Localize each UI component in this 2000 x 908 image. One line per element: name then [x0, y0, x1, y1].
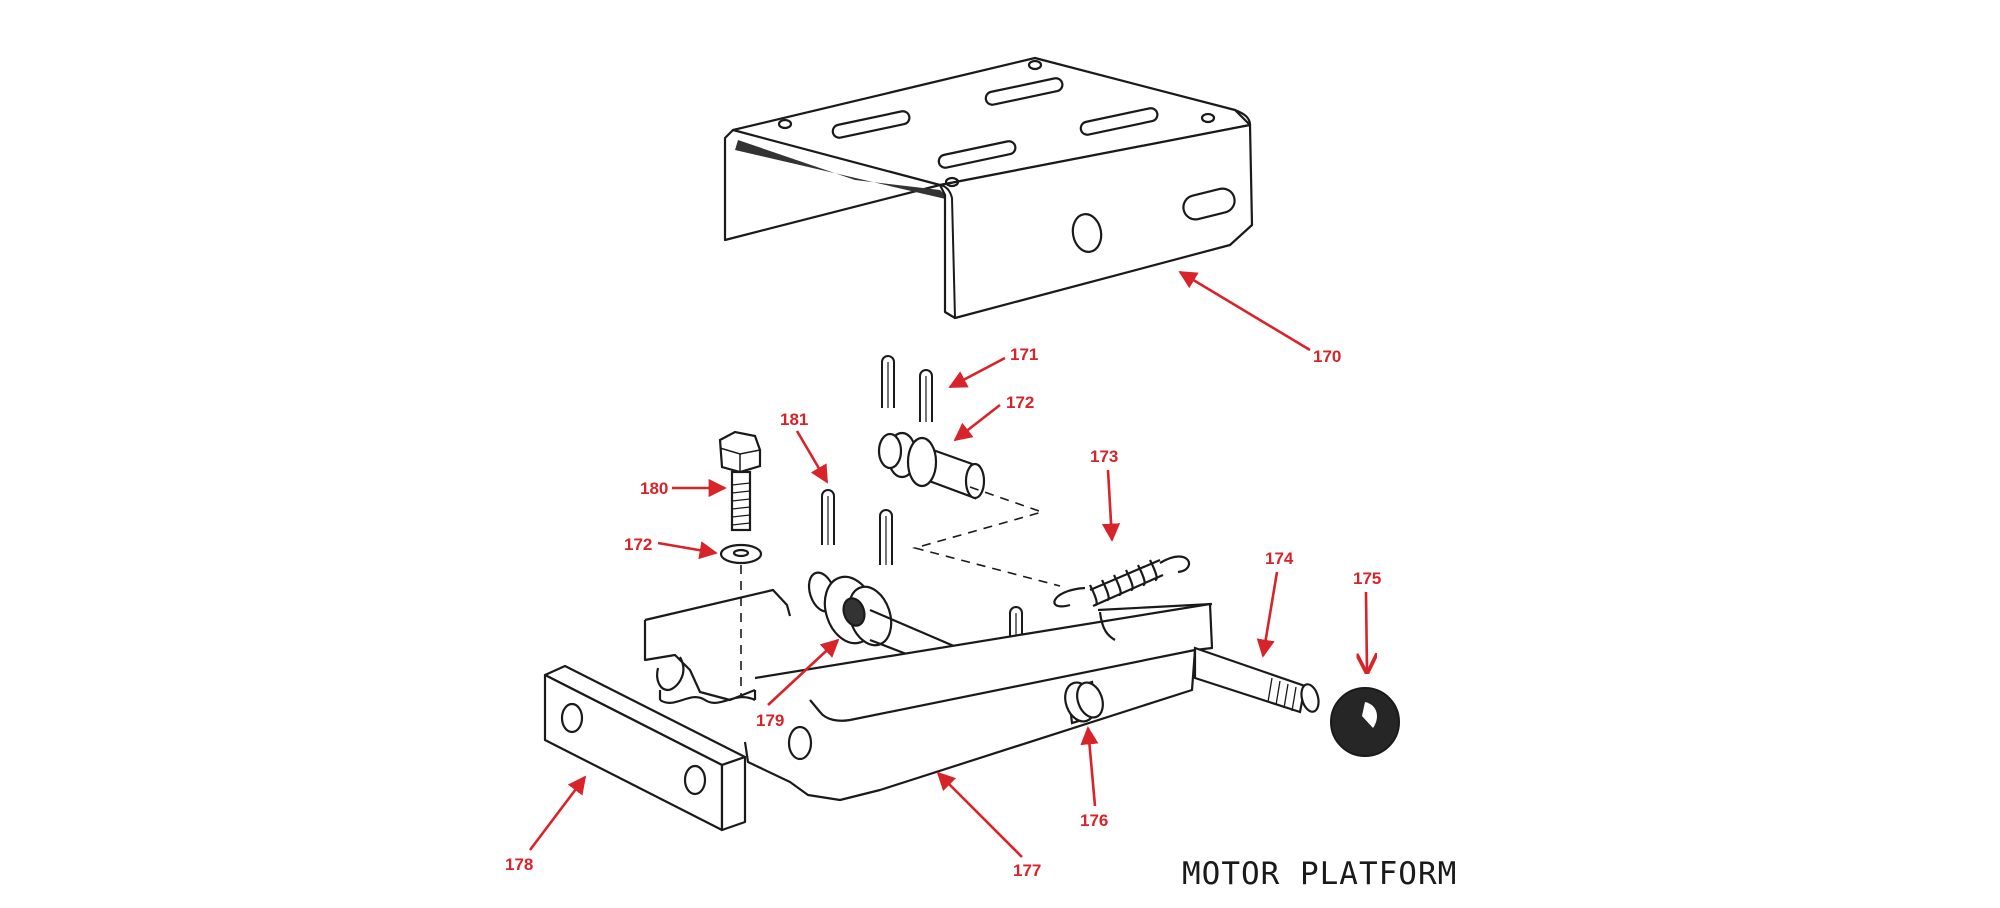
arrow-170 — [1178, 270, 1311, 352]
arrow-176 — [1080, 726, 1099, 807]
label-175: 175 — [1353, 569, 1381, 588]
arrow-174 — [1256, 571, 1279, 658]
arrow-172-shaft — [953, 403, 1001, 442]
part-180-hex-bolt — [718, 430, 762, 532]
part-172-washer — [719, 543, 763, 565]
assembly-guide-lines — [740, 486, 1061, 698]
callout-arrows — [528, 270, 1311, 858]
arrow-177 — [936, 771, 1023, 858]
diagram-title: MOTOR PLATFORM — [1182, 856, 1457, 892]
part-173-tension-spring — [1053, 555, 1191, 608]
part-177-base-frame — [643, 588, 1214, 802]
part-170-top-bracket — [723, 56, 1254, 320]
label-180: 180 — [640, 479, 668, 498]
arrow-173 — [1101, 469, 1121, 542]
label-181: 181 — [780, 410, 808, 429]
label-179: 179 — [756, 711, 784, 730]
label-173: 173 — [1090, 447, 1118, 466]
part-172-pivot-shaft — [877, 431, 986, 500]
label-174: 174 — [1265, 549, 1294, 568]
part-174-threaded-rod — [1193, 646, 1320, 714]
arrow-175 — [1366, 591, 1367, 672]
label-178: 178 — [505, 855, 533, 874]
arrow-172-washer — [657, 541, 718, 560]
part-176-stop-pin — [1064, 680, 1104, 725]
callout-labels: 170 171 172 181 180 172 173 174 175 179 … — [505, 345, 1381, 880]
label-172-shaft: 172 — [1006, 393, 1034, 412]
arrow-171 — [948, 356, 1006, 389]
label-172-washer: 172 — [624, 535, 652, 554]
part-171-cotter-pins — [881, 355, 933, 422]
arrow-178 — [528, 775, 587, 851]
part-179-pivot-bushing — [807, 571, 893, 647]
arrow-179 — [767, 638, 840, 706]
part-178-clamp-plate — [543, 664, 747, 832]
label-171: 171 — [1010, 345, 1038, 364]
arrow-181 — [795, 430, 829, 484]
label-176: 176 — [1080, 811, 1108, 830]
label-177: 177 — [1013, 861, 1041, 880]
label-170: 170 — [1313, 347, 1341, 366]
part-175-knob — [1330, 687, 1400, 757]
